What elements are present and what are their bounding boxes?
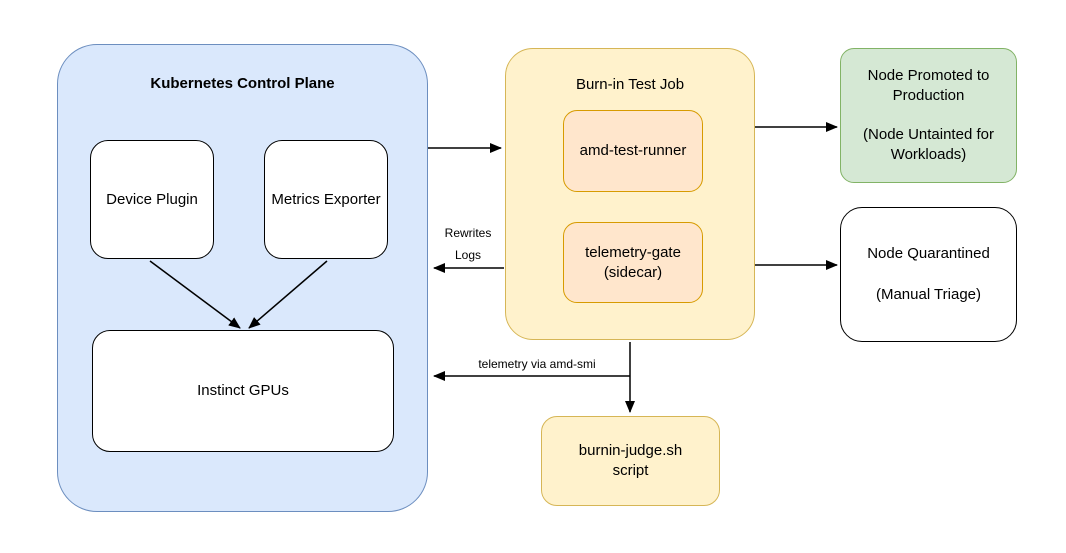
node-telemetry-gate-sidecar: telemetry-gate (sidecar)	[563, 222, 703, 303]
node-device-plugin: Device Plugin	[90, 140, 214, 259]
node-burnin-judge-line2: script	[612, 462, 649, 479]
node-promoted-line1: Node Promoted to Production	[867, 67, 990, 104]
edge-label-telemetry-via-amd-smi: telemetry via amd-smi	[478, 357, 596, 371]
node-quarantined-line1: Node Quarantined	[867, 245, 990, 262]
edge-label-rewrites: Rewrites	[444, 226, 492, 240]
node-burnin-judge-line1: burnin-judge.sh	[578, 442, 683, 459]
node-instinct-gpus-label: Instinct GPUs	[197, 382, 289, 399]
node-quarantined-line2: (Manual Triage)	[875, 286, 982, 303]
node-promoted-line2: (Node Untainted for Workloads)	[863, 126, 994, 163]
node-telemetry-gate-line2: (sidecar)	[603, 263, 663, 281]
node-device-plugin-label: Device Plugin	[106, 190, 198, 208]
node-metrics-exporter-label: Metrics Exporter	[271, 190, 381, 208]
node-amd-test-runner-label: amd-test-runner	[579, 142, 687, 159]
cluster-title-kubernetes-control-plane: Kubernetes Control Plane	[150, 75, 335, 92]
node-promoted-to-production: Node Promoted to Production (Node Untain…	[840, 48, 1017, 183]
edge-label-rewrites-logs: Rewrites Logs	[418, 222, 518, 266]
cluster-title-burn-in-test-job: Burn-in Test Job	[575, 76, 685, 93]
node-metrics-exporter: Metrics Exporter	[264, 140, 388, 259]
node-telemetry-gate-line1: telemetry-gate	[585, 243, 681, 261]
node-amd-test-runner: amd-test-runner	[563, 110, 703, 192]
edge-label-logs: Logs	[454, 248, 482, 262]
node-quarantined: Node Quarantined (Manual Triage)	[840, 207, 1017, 342]
node-instinct-gpus: Instinct GPUs	[92, 330, 394, 452]
node-burnin-judge-script: burnin-judge.sh script	[541, 416, 720, 506]
